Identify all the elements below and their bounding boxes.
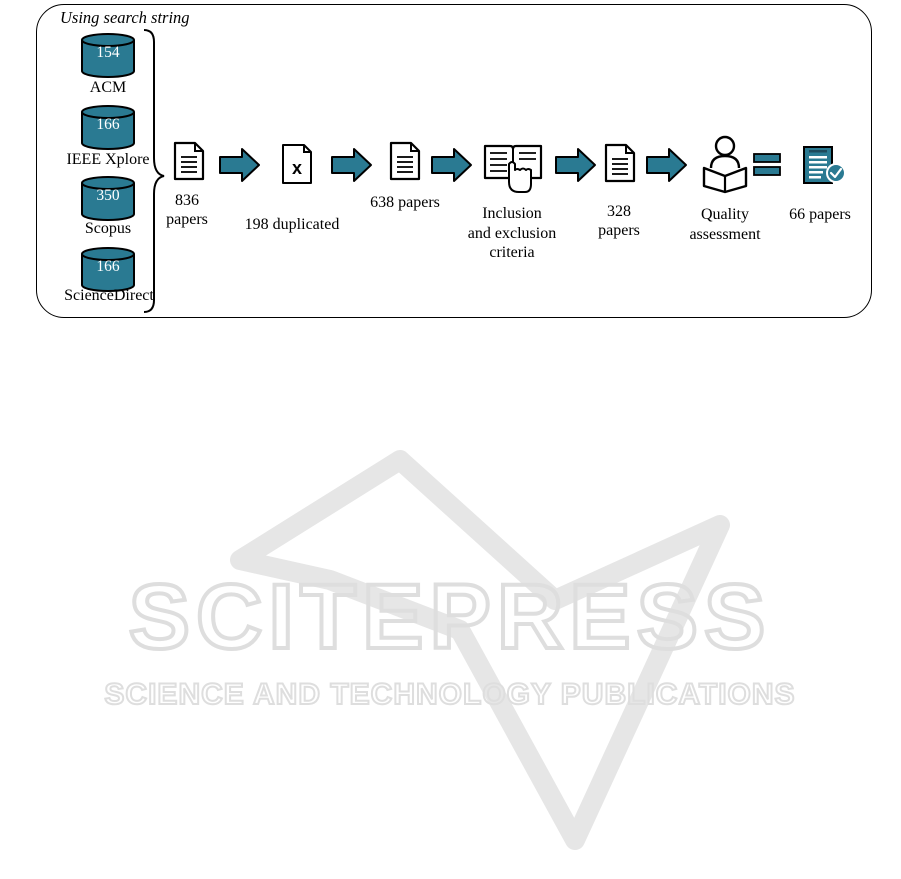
arrow-icon xyxy=(646,147,688,183)
dedup-papers-label: 638 papers xyxy=(362,193,448,213)
criteria-papers-line2: papers xyxy=(590,221,648,241)
criteria-label-line2: and exclusion xyxy=(452,224,572,244)
document-x-icon: x xyxy=(280,142,314,186)
reader-icon xyxy=(701,134,749,194)
ieee-count: 166 xyxy=(80,116,136,134)
watermark-subtitle: SCIENCE AND TECHNOLOGY PUBLICATIONS xyxy=(104,678,795,711)
brace-icon xyxy=(140,28,168,314)
acm-count: 154 xyxy=(80,44,136,62)
database-icon-scopus: 350 xyxy=(80,176,136,222)
document-icon xyxy=(604,143,636,183)
criteria-papers-line1: 328 xyxy=(590,202,648,222)
arrow-icon xyxy=(555,147,597,183)
duplicated-label: 198 duplicated xyxy=(236,215,348,235)
arrow-icon xyxy=(331,147,373,183)
criteria-label-line3: criteria xyxy=(462,243,562,263)
approved-document-icon xyxy=(802,145,848,189)
watermark-title: SCITEPRESS xyxy=(129,566,772,668)
search-string-heading: Using search string xyxy=(60,8,190,28)
book-hand-icon xyxy=(483,140,543,194)
sciencedirect-count: 166 xyxy=(80,258,136,276)
arrow-icon xyxy=(431,147,473,183)
database-icon-acm: 154 xyxy=(80,33,136,79)
database-icon-ieee: 166 xyxy=(80,105,136,151)
document-icon xyxy=(389,141,421,181)
scopus-count: 350 xyxy=(80,187,136,205)
document-icon xyxy=(173,141,205,181)
quality-label-line2: assessment xyxy=(680,225,770,245)
quality-label-line1: Quality xyxy=(680,205,770,225)
watermark-book-icon xyxy=(240,460,720,840)
svg-text:x: x xyxy=(292,158,302,178)
final-papers-label: 66 papers xyxy=(780,205,860,225)
total-papers-line1: 836 xyxy=(160,191,214,211)
arrow-icon xyxy=(219,147,261,183)
total-papers-line2: papers xyxy=(158,210,216,230)
criteria-label-line1: Inclusion xyxy=(462,204,562,224)
equals-icon xyxy=(753,153,781,177)
